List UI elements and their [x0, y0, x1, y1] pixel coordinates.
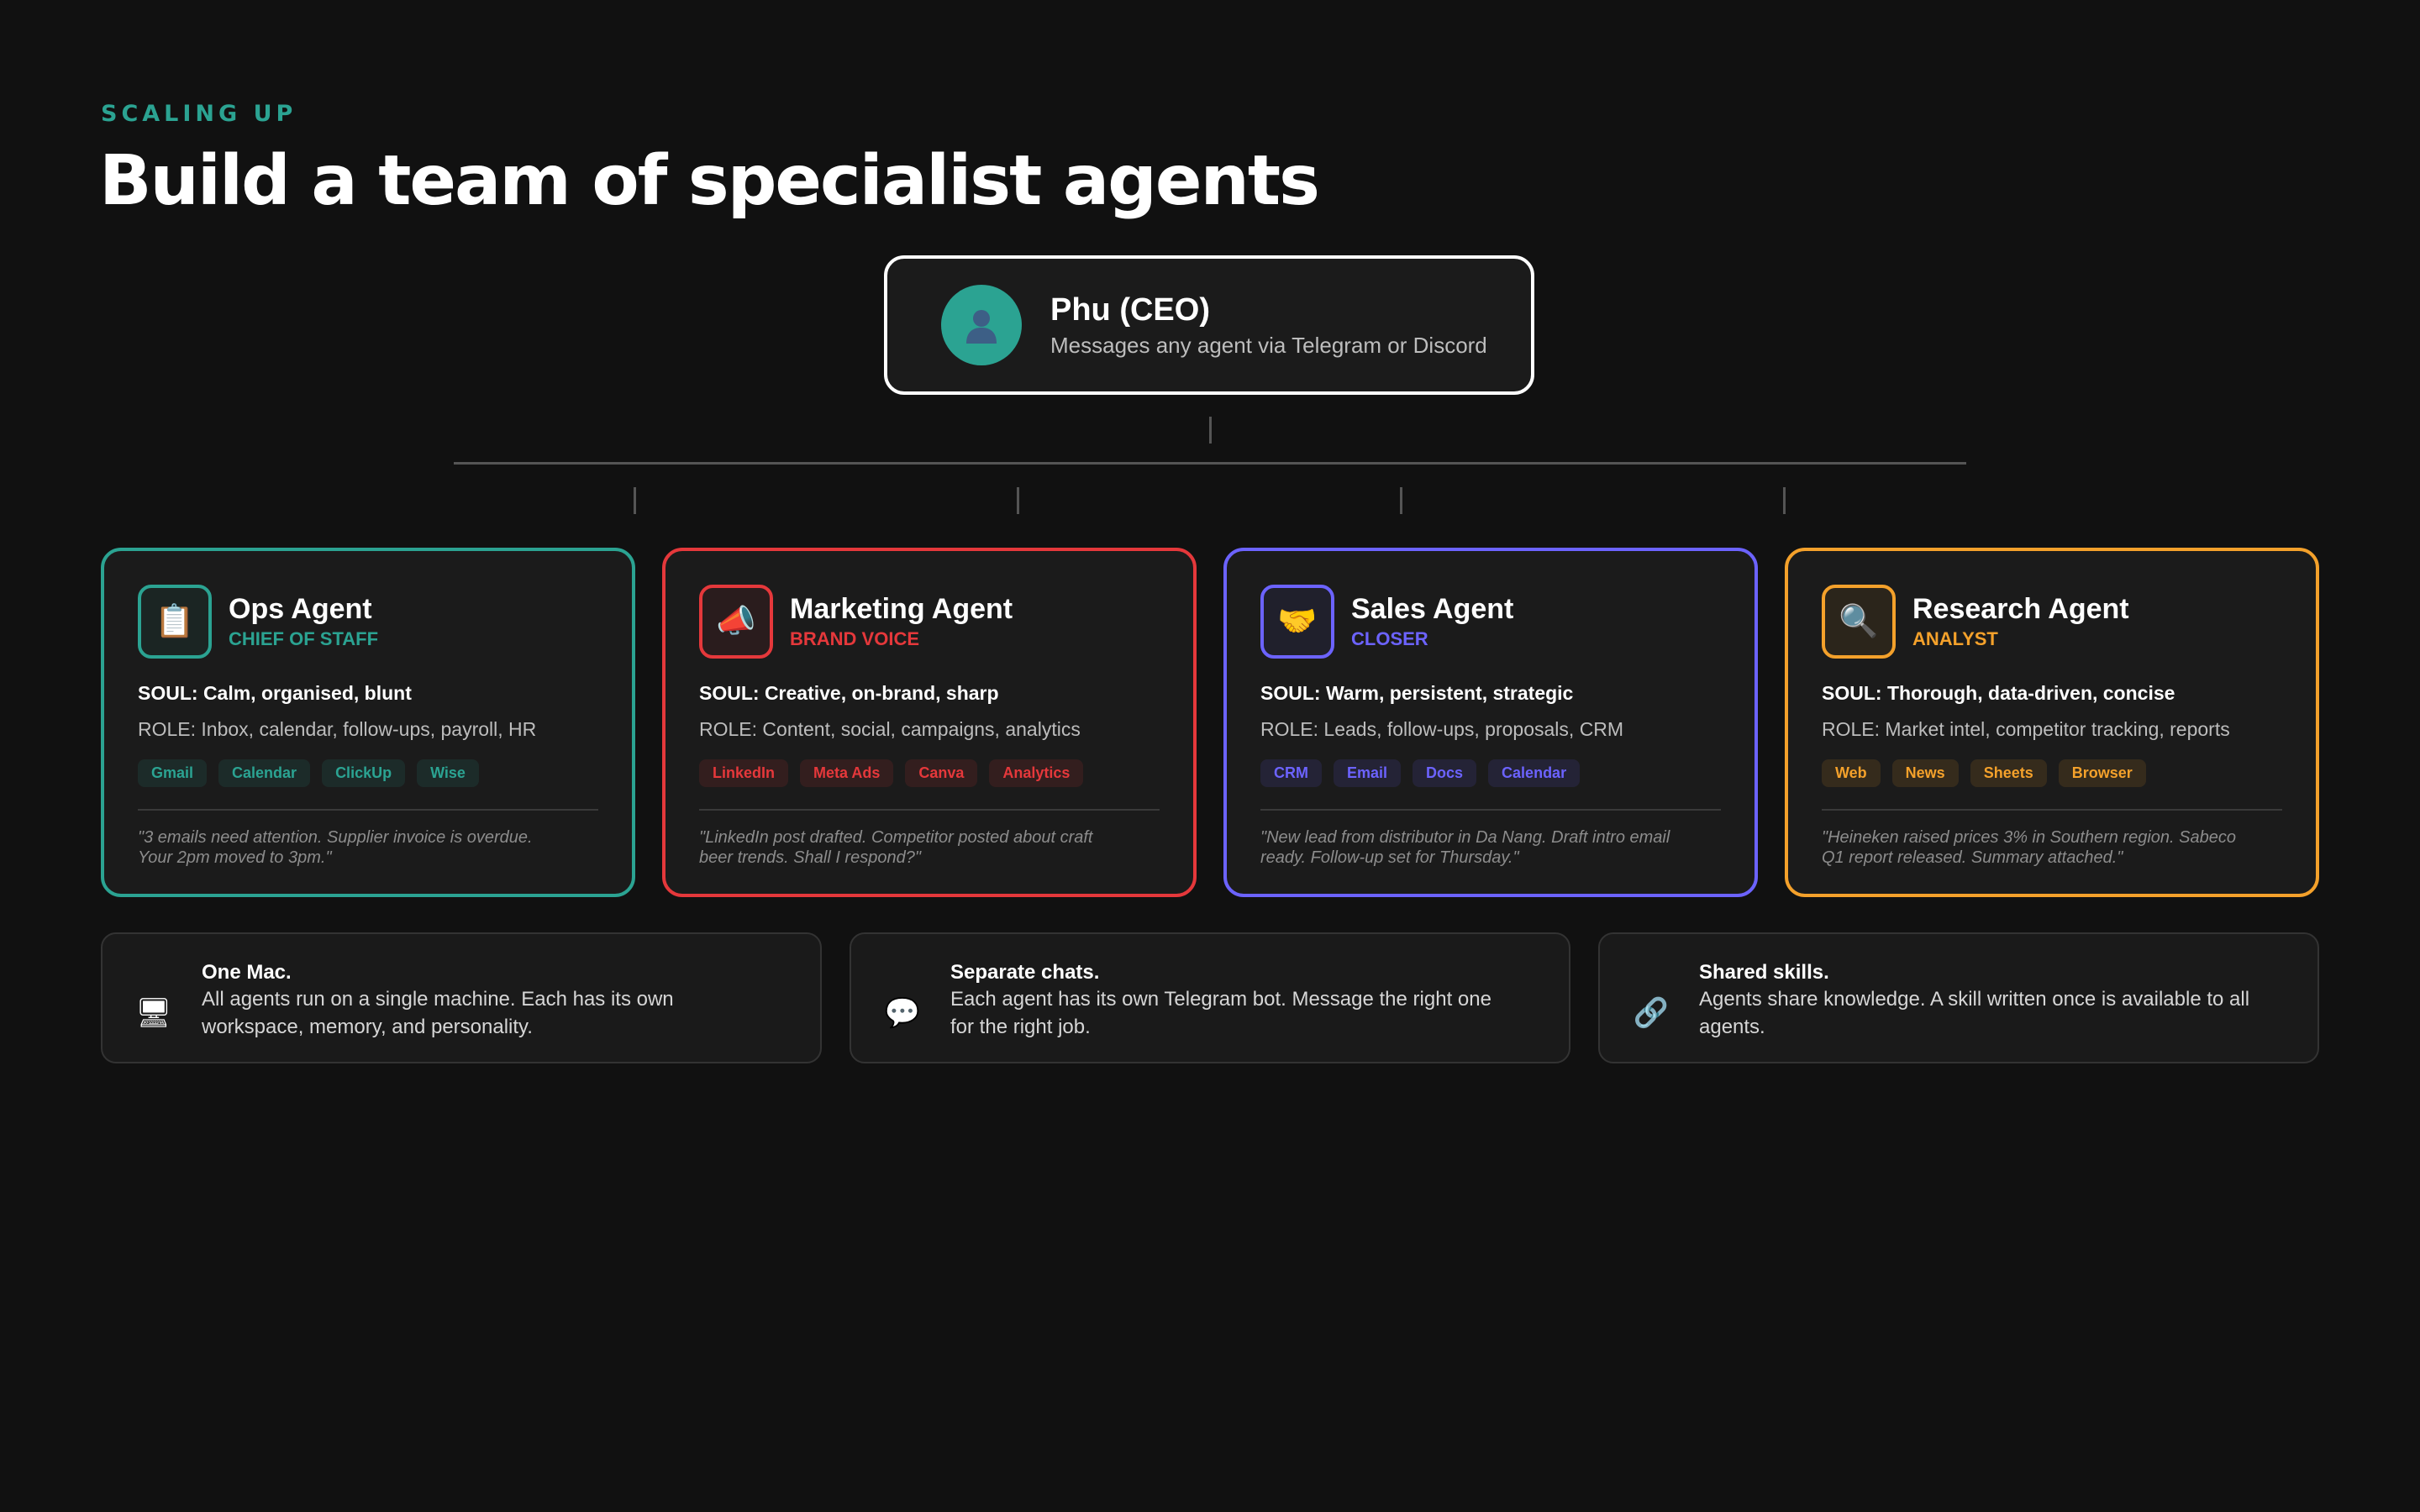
info-card-shared-skills: 🔗 Shared skills. Agents share knowledge.… [1598, 932, 2319, 1063]
info-text: Each agent has its own Telegram bot. Mes… [950, 988, 1491, 1011]
agent-soul: SOUL: Warm, persistent, strategic [1260, 682, 1574, 704]
info-title: Shared skills. [1699, 961, 1829, 984]
tool-tag: Email [1334, 759, 1402, 787]
agent-quote: "3 emails need attention. Supplier invoi… [138, 828, 533, 867]
connector-line [1400, 487, 1402, 514]
tool-tag: Analytics [989, 759, 1084, 787]
tool-tag: Meta Ads [800, 759, 894, 787]
info-title: One Mac. [202, 961, 292, 984]
agent-role-tag: ANALYST [1912, 627, 1998, 649]
connector-line [1209, 417, 1212, 444]
info-card-separate-chats: 💬 Separate chats. Each agent has its own… [850, 932, 1570, 1063]
tool-tag: Web [1822, 759, 1881, 787]
agent-soul: SOUL: Calm, organised, blunt [138, 682, 412, 704]
tool-tag: Browser [2058, 759, 2146, 787]
agent-soul: SOUL: Thorough, data-driven, concise [1822, 682, 2175, 704]
tool-tag: Docs [1413, 759, 1477, 787]
info-title: Separate chats. [950, 961, 1100, 984]
agent-name: Sales Agent [1351, 593, 1514, 626]
agent-quote: "LinkedIn post drafted. Competitor poste… [699, 828, 1093, 867]
tool-tag: Sheets [1970, 759, 2047, 787]
agent-card-marketing[interactable]: 📣 Marketing Agent BRAND VOICE SOUL: Crea… [662, 548, 1197, 897]
connector-line [1783, 487, 1786, 514]
agent-role: ROLE: Leads, follow-ups, proposals, CRM [1260, 718, 1624, 740]
agent-card-research[interactable]: 🔍 Research Agent ANALYST SOUL: Thorough,… [1785, 548, 2319, 897]
person-icon [941, 285, 1022, 365]
connector-line [1017, 487, 1019, 514]
agent-card-ops[interactable]: 📋 Ops Agent CHIEF OF STAFF SOUL: Calm, o… [101, 548, 635, 897]
connector-line [634, 487, 636, 514]
ceo-name: Phu (CEO) [1050, 291, 1210, 328]
agent-soul: SOUL: Creative, on-brand, sharp [699, 682, 999, 704]
tool-tag: Calendar [218, 759, 311, 787]
divider [138, 809, 598, 811]
tool-tag: CRM [1260, 759, 1322, 787]
agent-role-tag: BRAND VOICE [790, 627, 920, 649]
handshake-icon: 🤝 [1260, 585, 1334, 659]
ceo-subtitle: Messages any agent via Telegram or Disco… [1050, 333, 1487, 359]
divider [1260, 809, 1721, 811]
eyebrow: SCALING UP [101, 101, 297, 127]
tool-tag: LinkedIn [699, 759, 789, 787]
tool-tag: Calendar [1488, 759, 1581, 787]
agent-card-sales[interactable]: 🤝 Sales Agent CLOSER SOUL: Warm, persist… [1223, 548, 1758, 897]
agent-quote: "New lead from distributor in Da Nang. D… [1260, 828, 1670, 867]
agent-quote: "Heineken raised prices 3% in Southern r… [1822, 828, 2236, 867]
clipboard-icon: 📋 [138, 585, 212, 659]
link-icon: 🔗 [1633, 997, 1670, 1029]
agent-role-tag: CHIEF OF STAFF [229, 627, 379, 649]
info-text: for the right job. [950, 1015, 1091, 1038]
agent-name: Ops Agent [229, 593, 372, 626]
tool-tag: News [1891, 759, 1959, 787]
tool-tag: Wise [417, 759, 479, 787]
agent-name: Marketing Agent [790, 593, 1013, 626]
tool-tag: Canva [905, 759, 978, 787]
info-text: Agents share knowledge. A skill written … [1699, 988, 2250, 1011]
agent-role-tag: CLOSER [1351, 627, 1428, 649]
page-title: Build a team of specialist agents [99, 141, 1320, 221]
divider [699, 809, 1160, 811]
computer-icon: 🖥 [135, 997, 172, 1029]
agent-role: ROLE: Content, social, campaigns, analyt… [699, 718, 1081, 740]
info-text: All agents run on a single machine. Each… [202, 988, 674, 1011]
agent-role: ROLE: Inbox, calendar, follow-ups, payro… [138, 718, 537, 740]
agent-role: ROLE: Market intel, competitor tracking,… [1822, 718, 2230, 740]
magnifier-icon: 🔍 [1822, 585, 1896, 659]
connector-line [454, 462, 1966, 465]
info-text: workspace, memory, and personality. [202, 1015, 533, 1038]
info-text: agents. [1699, 1015, 1765, 1038]
tool-tag: Gmail [138, 759, 208, 787]
agent-name: Research Agent [1912, 593, 2129, 626]
megaphone-icon: 📣 [699, 585, 773, 659]
tool-tag: ClickUp [322, 759, 406, 787]
info-card-one-mac: 🖥 One Mac. All agents run on a single ma… [101, 932, 822, 1063]
ceo-card[interactable]: Phu (CEO) Messages any agent via Telegra… [884, 255, 1534, 395]
speech-bubble-icon: 💬 [884, 997, 921, 1029]
divider [1822, 809, 2282, 811]
